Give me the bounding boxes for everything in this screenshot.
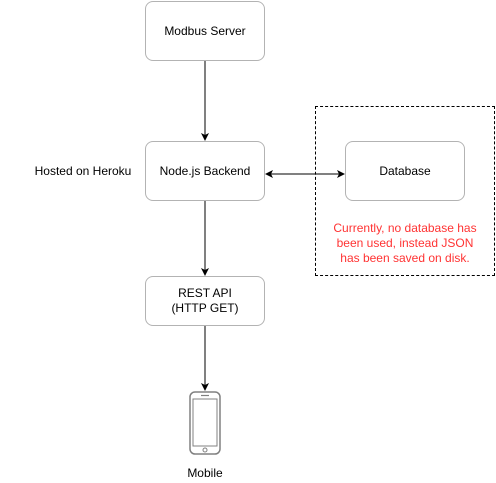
modbus-server-label: Modbus Server [164,23,246,38]
mobile-label: Mobile [187,466,223,480]
database-group-box [315,106,495,276]
database-note-line2: been used, instead JSON [336,236,474,250]
modbus-server-node[interactable]: Modbus Server [145,1,265,61]
rest-api-label-line2: (HTTP GET) [171,301,239,315]
nodejs-backend-node[interactable]: Node.js Backend [145,141,265,201]
database-note-line1: Currently, no database has [333,221,477,235]
mobile-phone-icon[interactable] [189,391,221,455]
rest-api-node[interactable]: REST API (HTTP GET) [145,276,265,326]
database-node[interactable]: Database [345,141,465,201]
rest-api-label-line1: REST API [178,286,232,300]
database-note: Currently, no database has been used, in… [325,221,485,266]
hosted-on-heroku-label: Hosted on Heroku [34,164,132,178]
database-label: Database [379,163,431,178]
database-note-line3: has been saved on disk. [340,251,470,265]
nodejs-backend-label: Node.js Backend [159,163,251,178]
